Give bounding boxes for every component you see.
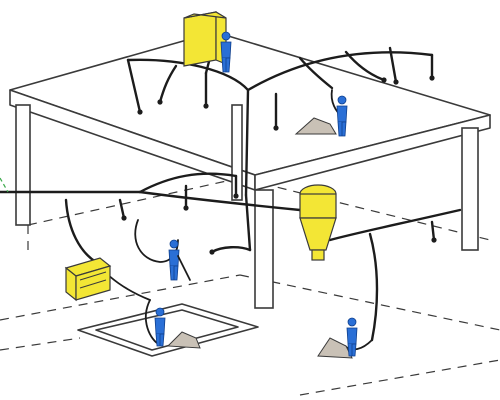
worker-cabinet xyxy=(220,31,232,73)
column-left-front xyxy=(15,104,31,226)
column-right-front xyxy=(461,127,479,251)
upper-pipe-network xyxy=(126,46,434,197)
ground-pipe-network xyxy=(0,172,462,342)
yellow-cabinet xyxy=(183,10,227,67)
pipe-junctions xyxy=(121,75,437,255)
connection-guide-line xyxy=(0,177,9,193)
debris-pile-ground xyxy=(317,337,353,359)
floor-pit xyxy=(77,303,259,357)
yellow-vacuum-unit xyxy=(64,257,112,302)
upper-floor-slab xyxy=(9,31,491,191)
worker-upper-floor xyxy=(336,95,348,137)
debris-pile-upper xyxy=(294,117,337,135)
worker-ground-right xyxy=(346,317,358,357)
workers xyxy=(154,31,358,357)
worker-pit xyxy=(154,307,166,347)
yellow-cyclone xyxy=(299,184,337,261)
ground-floor-outline xyxy=(0,177,500,396)
debris-pile-pit xyxy=(166,331,201,349)
building-columns xyxy=(15,104,479,309)
column-back xyxy=(231,104,243,201)
worker-ground-center xyxy=(168,239,191,281)
debris-piles xyxy=(166,117,353,359)
column-center-front xyxy=(254,189,274,309)
